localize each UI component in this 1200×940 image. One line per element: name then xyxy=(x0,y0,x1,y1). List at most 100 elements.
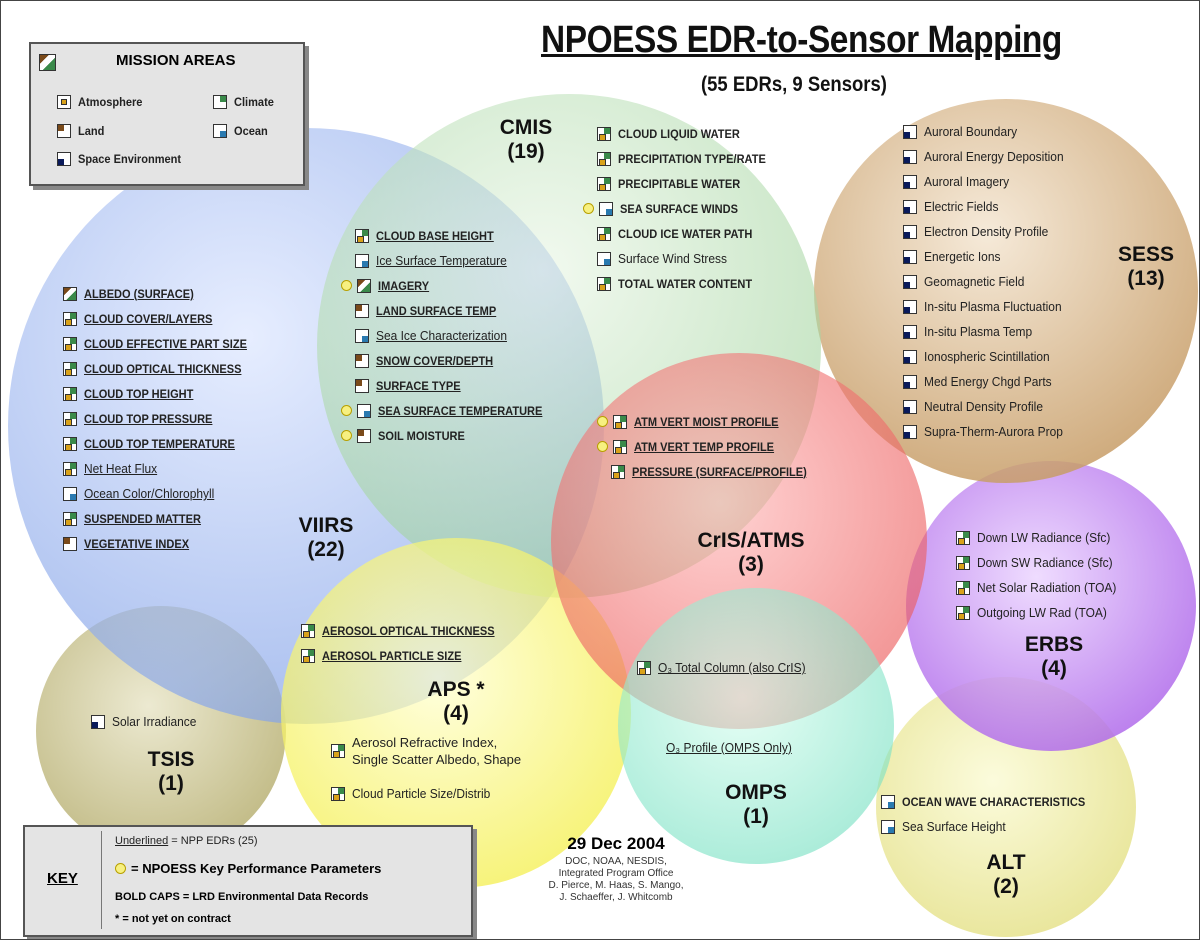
space-environment-icon xyxy=(903,124,917,139)
space-environment-icon xyxy=(903,424,917,439)
list-item: In-situ Plasma Fluctuation xyxy=(903,294,1076,319)
space-environment-icon xyxy=(903,274,917,289)
sensor-alt-label: ALT(2) xyxy=(986,851,1026,898)
atmosphere-climate-icon xyxy=(611,464,625,479)
aps-cloud-particle-item: Cloud Particle Size/Distrib xyxy=(331,781,502,806)
atmosphere-climate-icon xyxy=(63,461,77,476)
atmosphere-climate-icon xyxy=(956,605,970,620)
kpp-icon xyxy=(597,441,608,452)
omps-total-column-item: O₃ Total Column (also CrIS) xyxy=(637,655,818,680)
list-item: Ice Surface Temperature xyxy=(341,248,557,273)
erbs-item-list: Down LW Radiance (Sfc) Down SW Radiance … xyxy=(956,525,1129,625)
ocean-icon xyxy=(357,403,371,418)
kpp-icon xyxy=(597,416,608,427)
atmosphere-climate-icon xyxy=(597,176,611,191)
list-item: CLOUD OPTICAL THICKNESS xyxy=(63,356,261,381)
sensor-omps-label: OMPS(1) xyxy=(725,781,787,828)
space-environment-icon xyxy=(903,174,917,189)
list-item: CLOUD COVER/LAYERS xyxy=(63,306,261,331)
list-item: SURFACE TYPE xyxy=(341,373,557,398)
key-line-kpp: = NPOESS Key Performance Parameters xyxy=(115,861,381,876)
list-item: PRECIPITABLE WATER xyxy=(583,171,779,196)
sensor-cris-atms-label: CrIS/ATMS(3) xyxy=(697,529,805,576)
key-line-underlined: Underlined = NPP EDRs (25) xyxy=(115,835,258,847)
key-divider xyxy=(101,831,102,929)
kpp-icon xyxy=(341,280,352,291)
list-item: In-situ Plasma Temp xyxy=(903,319,1076,344)
footer-line: J. Schaeffer, J. Whitcomb xyxy=(559,892,673,903)
mixed-mission-icon xyxy=(357,278,371,293)
list-item: AEROSOL OPTICAL THICKNESS xyxy=(301,618,510,643)
sensor-viirs-label: VIIRS(22) xyxy=(298,514,354,561)
space-environment-icon xyxy=(903,299,917,314)
aps-circle xyxy=(281,538,631,888)
atmosphere-climate-icon xyxy=(63,386,77,401)
space-environment-icon xyxy=(903,149,917,164)
atmosphere-climate-icon xyxy=(63,411,77,426)
atmosphere-climate-icon xyxy=(63,311,77,326)
ocean-icon xyxy=(355,253,369,268)
footer-line: D. Pierce, M. Haas, S. Mango, xyxy=(548,880,684,891)
land-icon xyxy=(355,378,369,393)
atmosphere-climate-icon xyxy=(956,530,970,545)
land-icon xyxy=(355,353,369,368)
list-item: Med Energy Chgd Parts xyxy=(903,369,1076,394)
atmosphere-climate-icon xyxy=(63,436,77,451)
ocean-icon xyxy=(63,486,77,501)
space-environment-icon xyxy=(903,349,917,364)
list-item: Electron Density Profile xyxy=(903,219,1076,244)
list-item: AEROSOL PARTICLE SIZE xyxy=(301,643,510,668)
list-item: Sea Surface Height xyxy=(881,814,1101,839)
list-item: Neutral Density Profile xyxy=(903,394,1076,419)
list-item: Geomagnetic Field xyxy=(903,269,1076,294)
atmosphere-climate-icon xyxy=(956,555,970,570)
list-item: Sea Ice Characterization xyxy=(341,323,557,348)
list-item: CLOUD EFFECTIVE PART SIZE xyxy=(63,331,261,356)
list-item: CLOUD ICE WATER PATH xyxy=(583,221,779,246)
ocean-icon xyxy=(881,819,895,834)
list-item: CLOUD TOP PRESSURE xyxy=(63,406,261,431)
atmosphere-climate-icon xyxy=(597,226,611,241)
list-item: Ocean Color/Chlorophyll xyxy=(63,481,261,506)
list-item: Auroral Energy Deposition xyxy=(903,144,1076,169)
sess-item-list: Auroral Boundary Auroral Energy Depositi… xyxy=(903,119,1076,444)
list-item: TOTAL WATER CONTENT xyxy=(583,271,779,296)
atmosphere-climate-icon xyxy=(613,439,627,454)
alt-item-list: OCEAN WAVE CHARACTERISTICS Sea Surface H… xyxy=(881,789,1101,839)
key-line-bold-caps: BOLD CAPS = LRD Environmental Data Recor… xyxy=(115,891,369,903)
sensor-tsis-label: TSIS(1) xyxy=(147,748,195,795)
footer-credits: 29 Dec 2004 DOC, NOAA, NESDIS, Integrate… xyxy=(531,834,701,904)
atmosphere-climate-icon xyxy=(63,511,77,526)
space-environment-icon xyxy=(91,714,105,729)
mixed-mission-icon xyxy=(63,286,77,301)
list-item: PRESSURE (SURFACE/PROFILE) xyxy=(597,459,822,484)
ocean-icon xyxy=(599,201,613,216)
list-item: Outgoing LW Rad (TOA) xyxy=(956,600,1129,625)
list-item: SEA SURFACE TEMPERATURE xyxy=(341,398,557,423)
list-item: SUSPENDED MATTER xyxy=(63,506,261,531)
list-item: Down LW Radiance (Sfc) xyxy=(956,525,1129,550)
atmosphere-climate-icon xyxy=(637,660,651,675)
viirs-item-list: ALBEDO (SURFACE) CLOUD COVER/LAYERS CLOU… xyxy=(63,281,261,556)
atmosphere-climate-icon xyxy=(956,580,970,595)
aps-refractive-item: Aerosol Refractive Index, Single Scatter… xyxy=(331,734,521,768)
atmosphere-climate-icon xyxy=(613,414,627,429)
space-environment-icon xyxy=(903,249,917,264)
atmosphere-climate-icon xyxy=(597,126,611,141)
list-item: ALBEDO (SURFACE) xyxy=(63,281,261,306)
list-item: Net Solar Radiation (TOA) xyxy=(956,575,1129,600)
kpp-icon xyxy=(341,430,352,441)
space-environment-icon xyxy=(903,199,917,214)
land-icon xyxy=(63,536,77,551)
list-item: Auroral Boundary xyxy=(903,119,1076,144)
land-icon xyxy=(357,428,371,443)
omps-circle xyxy=(618,588,894,864)
omps-profile-item: O₃ Profile (OMPS Only) xyxy=(666,740,792,755)
kpp-icon xyxy=(341,405,352,416)
list-item: Electric Fields xyxy=(903,194,1076,219)
mission-areas-legend: MISSION AREAS Atmosphere Climate Land Oc… xyxy=(29,42,305,186)
atmosphere-climate-icon xyxy=(301,648,315,663)
list-item: OCEAN WAVE CHARACTERISTICS xyxy=(881,789,1101,814)
